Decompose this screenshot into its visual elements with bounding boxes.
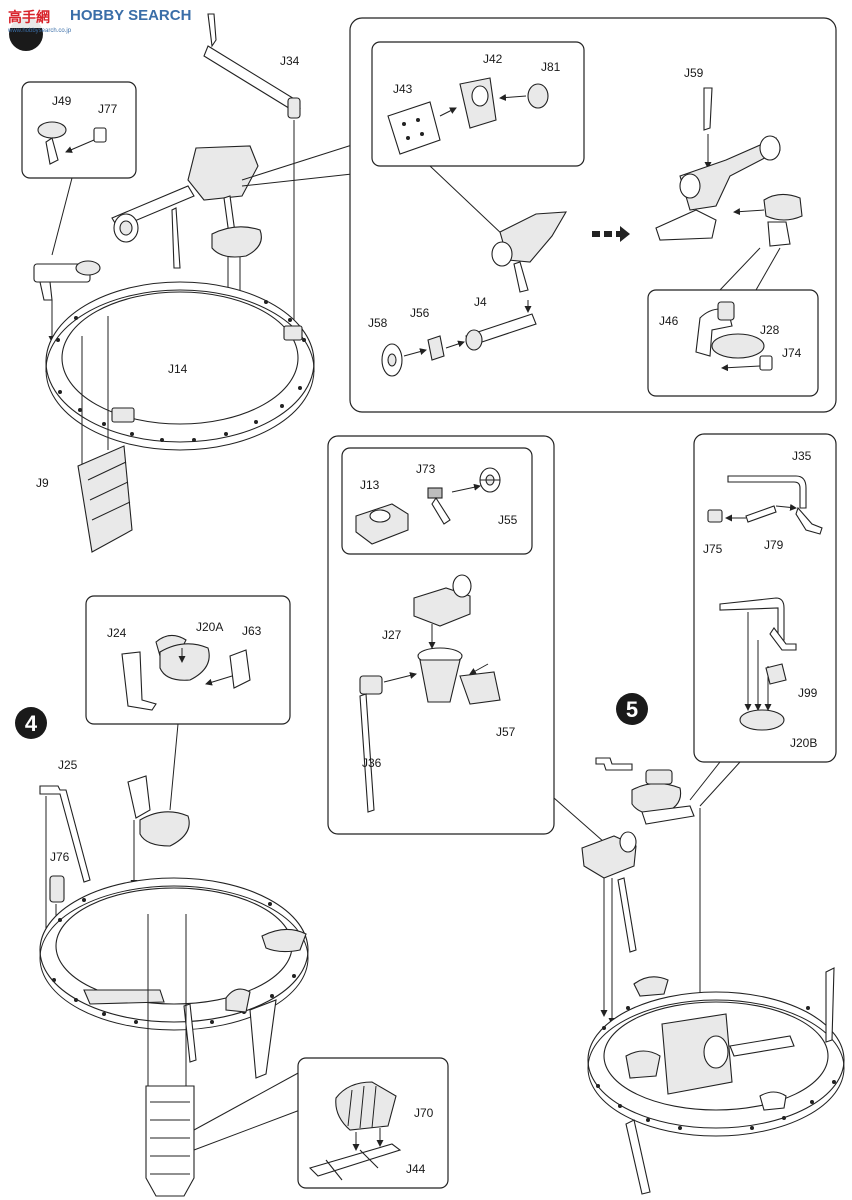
part-j56 [427,335,465,361]
part-j4 [465,313,537,351]
inset-box-hand-crank: J13 J73 J55 J27 [327,435,605,843]
watermark-cn-text: 高手網 [8,9,50,25]
watermark-url: www.hobbysearch.co.jp [7,28,72,34]
label-j59: J59 [684,66,704,80]
label-j46: J46 [659,314,679,328]
part-periscope-installed [595,757,695,825]
label-j99: J99 [798,686,818,700]
part-j63 [205,649,251,689]
part-j9 [77,316,133,553]
label-j77: J77 [98,102,118,116]
label-j35: J35 [792,449,812,463]
part-j70 [335,1081,397,1151]
part-j79 [725,503,797,523]
label-j81: J81 [541,60,561,74]
part-j34 [203,13,301,331]
inset-box-elevation-gear: J43 J42 J81 J58 J56 J4 [349,17,837,413]
part-j59 [703,87,713,169]
part-j27 [417,647,463,703]
part-j57 [459,663,501,705]
step-5-number: 5 [626,697,638,722]
watermark-brand: HOBBY SEARCH [70,7,191,24]
part-j55 [479,467,501,493]
label-j27: J27 [382,628,402,642]
label-j42: J42 [483,52,503,66]
part-j42 [459,77,527,129]
label-j9: J9 [36,476,49,490]
part-ring-step5 [587,967,845,1195]
part-seat-installed [127,775,190,887]
part-j49 [37,121,67,165]
part-ring-step4 [39,877,309,1094]
part-crank-assembled [413,574,472,649]
part-j74 [721,355,773,372]
part-j35 [727,475,823,535]
label-j76: J76 [50,850,70,864]
watermark: 高手網 HOBBY SEARCH www.hobbysearch.co.jp [6,7,191,51]
step-4-badge [15,707,47,739]
inset-box-seat: J24 J20A J63 [85,595,291,811]
label-j74: J74 [782,346,802,360]
part-j36 [359,672,417,813]
label-j44: J44 [406,1162,426,1176]
label-j13: J13 [360,478,380,492]
part-ladder [145,1071,301,1197]
label-j25: J25 [58,758,78,772]
step-5-assembly: 5 [581,693,845,1195]
label-j75: J75 [703,542,723,556]
label-j57: J57 [496,725,516,739]
label-j56: J56 [410,306,430,320]
part-periscope-stem [719,597,797,711]
next-state-arrow [592,226,630,242]
label-j4: J4 [474,295,487,309]
label-j24: J24 [107,626,127,640]
inset-box-footrest: J70 J44 [297,1057,449,1189]
part-crank-installed [581,808,704,1075]
part-j46-preview [733,193,803,247]
part-elevation-assembly [491,211,567,313]
part-j13 [355,503,409,545]
label-j20a: J20A [196,620,223,634]
step-4-number: 4 [25,711,38,736]
label-j73: J73 [416,462,436,476]
part-seat-pad [211,226,262,258]
part-j73 [427,483,481,525]
label-j58: J58 [368,316,388,330]
label-j20b: J20B [790,736,817,750]
part-j14-ring [45,281,315,451]
part-j46 [695,301,735,357]
part-j44 [308,1143,402,1181]
label-j70: J70 [414,1106,434,1120]
step-5-badge [616,693,648,725]
label-j28: J28 [760,323,780,337]
part-j20b [739,709,785,731]
label-j63: J63 [242,624,262,638]
part-j81 [527,83,549,109]
part-j75 [707,509,723,523]
part-j25 [39,785,91,941]
part-j99 [765,663,787,685]
part-j28 [711,333,765,359]
inset-box-periscope: J35 J75 J79 J99 J20B [689,433,837,807]
part-traverse-assembly [111,145,259,301]
part-assembled-gear [655,135,781,241]
label-j55: J55 [498,513,518,527]
label-j79: J79 [764,538,784,552]
part-periscope-mount [33,260,101,343]
part-j43 [387,101,457,155]
label-j34: J34 [280,54,300,68]
step-4-assembly: 4 J25 J76 [15,707,309,1197]
label-j49: J49 [52,94,72,108]
label-j36: J36 [362,756,382,770]
part-j58 [381,343,427,377]
part-j77 [65,127,107,153]
turret-ring-assembly-top: J34 J49 J77 [21,13,353,553]
label-j43: J43 [393,82,413,96]
label-j14: J14 [168,362,188,376]
part-j20a [159,643,210,681]
